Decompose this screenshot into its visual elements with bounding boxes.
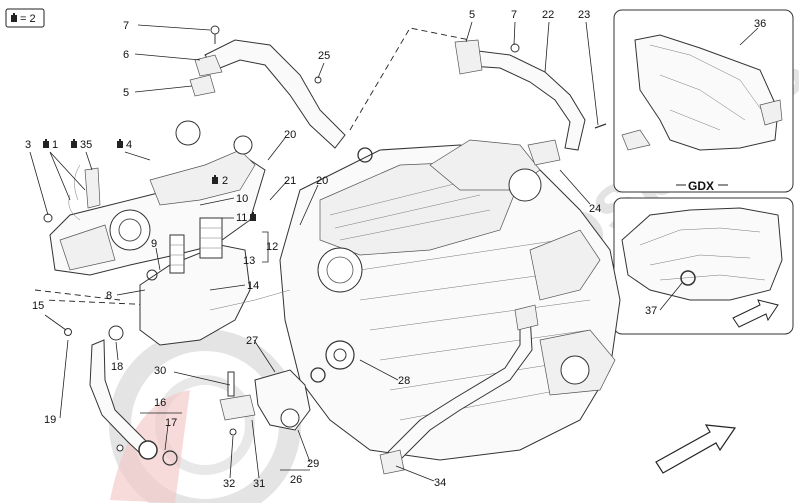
callout-11: 11 xyxy=(236,212,247,224)
callout-7-top-left: 7 xyxy=(123,20,129,32)
callout-3: 3 xyxy=(25,139,31,151)
callout-34: 34 xyxy=(434,477,446,489)
callout-8: 8 xyxy=(106,290,112,302)
throttle-assembly xyxy=(43,120,266,276)
callout-15: 15 xyxy=(32,300,44,312)
callout-14: 14 xyxy=(247,280,259,292)
callout-26: 26 xyxy=(290,474,302,486)
dashed-guides xyxy=(34,27,471,306)
leader-lines xyxy=(29,21,759,482)
hand-icon xyxy=(43,139,49,148)
hand-icon xyxy=(117,139,123,148)
callout-labels: 7 6 5 25 5 7 22 23 36 3 1 35 4 20 21 20 … xyxy=(25,9,766,490)
callout-24: 24 xyxy=(589,203,601,215)
callout-29: 29 xyxy=(307,458,319,470)
callout-23: 23 xyxy=(578,9,590,21)
front-direction-arrow-icon xyxy=(655,424,737,474)
coolant-pipe-upper-left xyxy=(189,25,346,149)
callout-19: 19 xyxy=(44,414,56,426)
hand-icon xyxy=(11,13,17,22)
callout-27: 27 xyxy=(246,335,258,347)
callout-25: 25 xyxy=(318,50,330,62)
callout-2: 2 xyxy=(222,175,228,187)
coolant-hose-lower-right xyxy=(379,304,539,475)
callout-37: 37 xyxy=(645,305,657,317)
callout-1: 1 xyxy=(52,139,58,151)
callout-18: 18 xyxy=(111,361,123,373)
callout-22: 22 xyxy=(542,9,554,21)
callout-5-right: 5 xyxy=(469,9,475,21)
direction-arrow-icon xyxy=(732,299,779,328)
callout-10: 10 xyxy=(236,193,248,205)
inset-intake xyxy=(613,197,794,335)
inset-gdx: GDX xyxy=(613,9,794,193)
callout-4: 4 xyxy=(126,139,132,151)
water-pump xyxy=(219,369,311,436)
inset-gdx-label: GDX xyxy=(688,179,714,193)
quantity-markers xyxy=(43,139,256,221)
callout-36: 36 xyxy=(754,18,766,30)
callout-17: 17 xyxy=(165,417,177,429)
callout-6: 6 xyxy=(123,49,129,61)
hand-icon xyxy=(250,212,256,221)
callout-30: 30 xyxy=(154,365,166,377)
callout-32: 32 xyxy=(223,478,235,490)
callout-20-upper: 20 xyxy=(284,129,296,141)
legend: = 2 xyxy=(5,8,45,28)
callout-28: 28 xyxy=(398,375,410,387)
callout-9: 9 xyxy=(151,238,157,250)
callout-35: 35 xyxy=(80,139,92,151)
callout-12: 12 xyxy=(266,241,278,253)
coolant-hose-lower-left xyxy=(89,339,178,466)
legend-text: = 2 xyxy=(20,13,36,25)
callout-13: 13 xyxy=(243,255,255,267)
hand-icon xyxy=(212,175,218,184)
engine-block xyxy=(279,139,621,461)
callout-16: 16 xyxy=(154,397,166,409)
callout-7-top-right: 7 xyxy=(511,9,517,21)
callout-31: 31 xyxy=(253,478,265,490)
callout-21: 21 xyxy=(284,175,296,187)
callout-20-lower: 20 xyxy=(316,175,328,187)
coolant-pipe-upper-right xyxy=(454,39,607,166)
hand-icon xyxy=(71,139,77,148)
thermostat-housing xyxy=(64,217,291,346)
callout-5-left: 5 xyxy=(123,87,129,99)
